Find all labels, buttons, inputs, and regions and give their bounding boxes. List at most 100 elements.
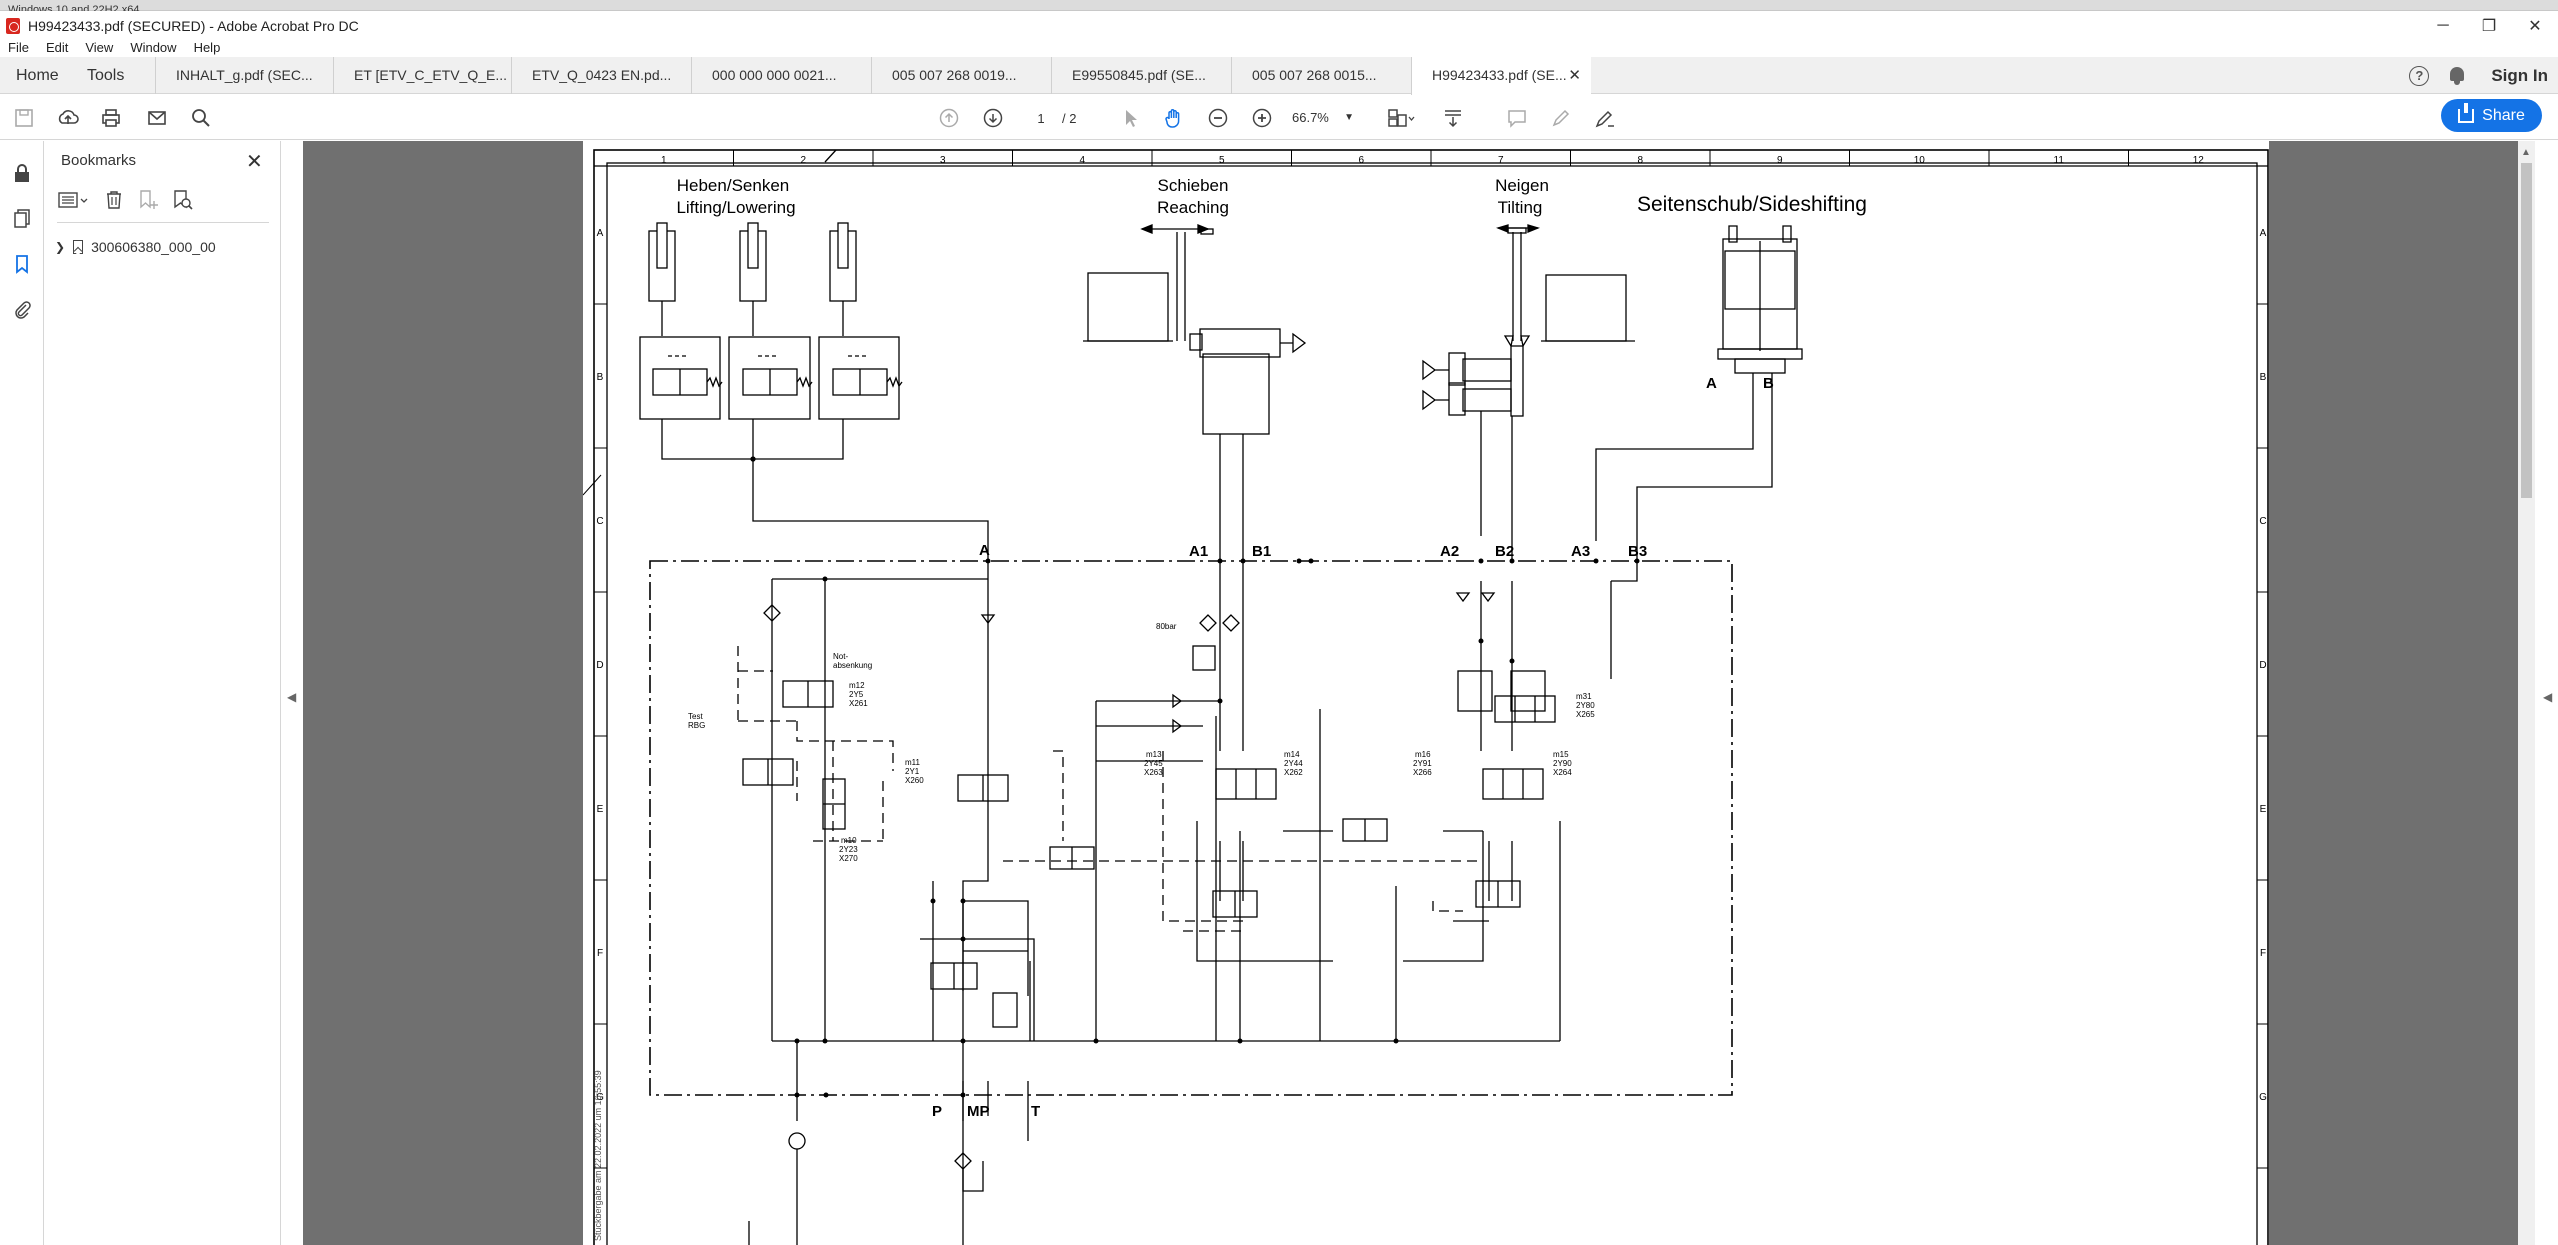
help-icon[interactable]: ? xyxy=(2409,65,2430,86)
doc-tab[interactable]: 005 007 268 0015... xyxy=(1231,57,1411,94)
port-p: P xyxy=(932,1103,942,1120)
doc-tab[interactable]: ETV_Q_0423 EN.pd... xyxy=(511,57,691,94)
doc-tab-active[interactable]: H99423433.pdf (SE...✕ xyxy=(1411,57,1591,95)
grid-row-label: F xyxy=(597,948,603,959)
grid-column-label: 3 xyxy=(940,155,946,166)
port-a1: A1 xyxy=(1189,543,1208,560)
label-rbg: RBG xyxy=(688,721,705,730)
label-m16: m16 xyxy=(1415,750,1431,759)
doc-tab[interactable]: INHALT_g.pdf (SEC... xyxy=(155,57,333,94)
close-panel-icon[interactable]: ✕ xyxy=(246,151,263,173)
grid-row-label: D xyxy=(2259,660,2266,671)
label-x260: X260 xyxy=(905,776,924,785)
grid-row-label: A xyxy=(2260,228,2267,239)
grid-column-label: 9 xyxy=(1777,155,1783,166)
close-tab-icon[interactable]: ✕ xyxy=(1568,67,1581,84)
bookmark-options-icon[interactable] xyxy=(57,187,93,213)
menu-help[interactable]: Help xyxy=(193,39,221,55)
acrobat-app-icon xyxy=(6,18,20,34)
comment-icon[interactable] xyxy=(1506,107,1528,129)
grid-row-label: C xyxy=(596,516,603,527)
share-button[interactable]: Share xyxy=(2441,99,2542,132)
upload-cloud-icon[interactable] xyxy=(57,107,79,129)
port-side-a: A xyxy=(1706,375,1717,392)
grid-column-label: 11 xyxy=(2054,155,2065,166)
heading-tilt-de: Neigen xyxy=(1495,176,1549,195)
restore-button[interactable]: ❐ xyxy=(2481,18,2497,35)
sign-pen-icon[interactable] xyxy=(1594,107,1616,129)
attachments-paperclip-icon[interactable] xyxy=(11,299,33,321)
grid-row-label: C xyxy=(2259,516,2266,527)
save-icon[interactable] xyxy=(13,107,35,129)
highlight-pen-icon[interactable] xyxy=(1550,107,1572,129)
bookmarks-divider xyxy=(57,222,269,223)
grid-column-label: 4 xyxy=(1079,155,1085,166)
heading-reach-en: Reaching xyxy=(1157,198,1229,217)
grid-row-label: B xyxy=(2260,372,2267,383)
menu-window[interactable]: Window xyxy=(130,39,177,55)
vertical-scrollbar[interactable]: ▲ xyxy=(2518,141,2535,1245)
doc-tab[interactable]: 000 000 000 0021... xyxy=(691,57,871,94)
delete-bookmark-icon[interactable] xyxy=(101,187,127,213)
chevron-right-icon[interactable]: ❯ xyxy=(55,240,66,254)
next-page-icon[interactable] xyxy=(982,107,1004,129)
label-absenkung: absenkung xyxy=(833,661,872,670)
page-number-input[interactable] xyxy=(1024,107,1058,129)
doc-tab[interactable]: 005 007 268 0019... xyxy=(871,57,1051,94)
bookmarks-icon[interactable] xyxy=(11,253,33,275)
hand-tool-icon[interactable] xyxy=(1163,107,1185,129)
bookmarks-toolbar xyxy=(57,187,195,213)
tab-tools[interactable]: Tools xyxy=(87,67,125,84)
lock-icon[interactable] xyxy=(11,162,33,184)
menu-view[interactable]: View xyxy=(85,39,114,55)
label-x264: X264 xyxy=(1553,768,1572,777)
new-bookmark-icon[interactable] xyxy=(135,187,161,213)
zoom-out-icon[interactable] xyxy=(1207,107,1229,129)
zoom-level-select[interactable]: 66.7%▼ xyxy=(1292,107,1354,129)
label-2y91: 2Y91 xyxy=(1413,759,1432,768)
sign-in-button[interactable]: Sign In xyxy=(2491,65,2548,85)
tab-home[interactable]: Home xyxy=(16,67,59,84)
label-80bar: 80bar xyxy=(1156,622,1177,631)
grid-row-label: E xyxy=(597,804,604,815)
search-icon[interactable] xyxy=(190,107,212,129)
print-icon[interactable] xyxy=(100,107,122,129)
window-controls: ─ ❐ ✕ xyxy=(2420,11,2558,41)
email-icon[interactable] xyxy=(146,107,168,129)
port-b1: B1 xyxy=(1252,543,1271,560)
bookmark-item[interactable]: ❯ 300606380_000_00 xyxy=(55,237,216,257)
scroll-up-icon[interactable]: ▲ xyxy=(2521,147,2531,158)
label-not: Not- xyxy=(833,652,848,661)
bookmarks-panel: Bookmarks ✕ ❯ 300606380_000_00 xyxy=(45,141,281,1245)
find-bookmark-icon[interactable] xyxy=(169,187,195,213)
label-x265: X265 xyxy=(1576,710,1595,719)
label-x263: X263 xyxy=(1144,768,1163,777)
doc-tab[interactable]: E99550845.pdf (SE... xyxy=(1051,57,1231,94)
doc-tab[interactable]: ET [ETV_C_ETV_Q_E... xyxy=(333,57,511,94)
os-caption-strip: Windows 10 and 22H2 x64 xyxy=(0,0,2558,16)
page-thumbnails-icon[interactable] xyxy=(11,207,33,229)
doc-tab-label: 005 007 268 0019... xyxy=(892,67,1017,83)
menu-file[interactable]: File xyxy=(8,39,29,55)
previous-page-icon[interactable] xyxy=(938,107,960,129)
zoom-in-icon[interactable] xyxy=(1251,107,1273,129)
minimize-button[interactable]: ─ xyxy=(2437,17,2449,34)
page-display-icon[interactable] xyxy=(1386,107,1416,129)
menu-edit[interactable]: Edit xyxy=(45,39,69,55)
scroll-mode-icon[interactable] xyxy=(1442,107,1464,129)
notifications-bell-icon[interactable] xyxy=(2449,66,2465,85)
port-b2: B2 xyxy=(1495,543,1514,560)
scroll-thumb[interactable] xyxy=(2521,163,2532,498)
collapse-panel-icon[interactable]: ◀ xyxy=(287,690,297,704)
label-x266: X266 xyxy=(1413,768,1432,777)
close-window-button[interactable]: ✕ xyxy=(2528,18,2542,35)
select-cursor-icon[interactable] xyxy=(1120,107,1142,129)
os-caption: Windows 10 and 22H2 x64 xyxy=(8,4,140,16)
label-2y80: 2Y80 xyxy=(1576,701,1595,710)
left-navigation-rail xyxy=(0,141,44,1245)
expand-right-panel-icon[interactable]: ◀ xyxy=(2543,690,2553,704)
label-m13: m13 xyxy=(1146,750,1162,759)
label-2y5: 2Y5 xyxy=(849,690,864,699)
